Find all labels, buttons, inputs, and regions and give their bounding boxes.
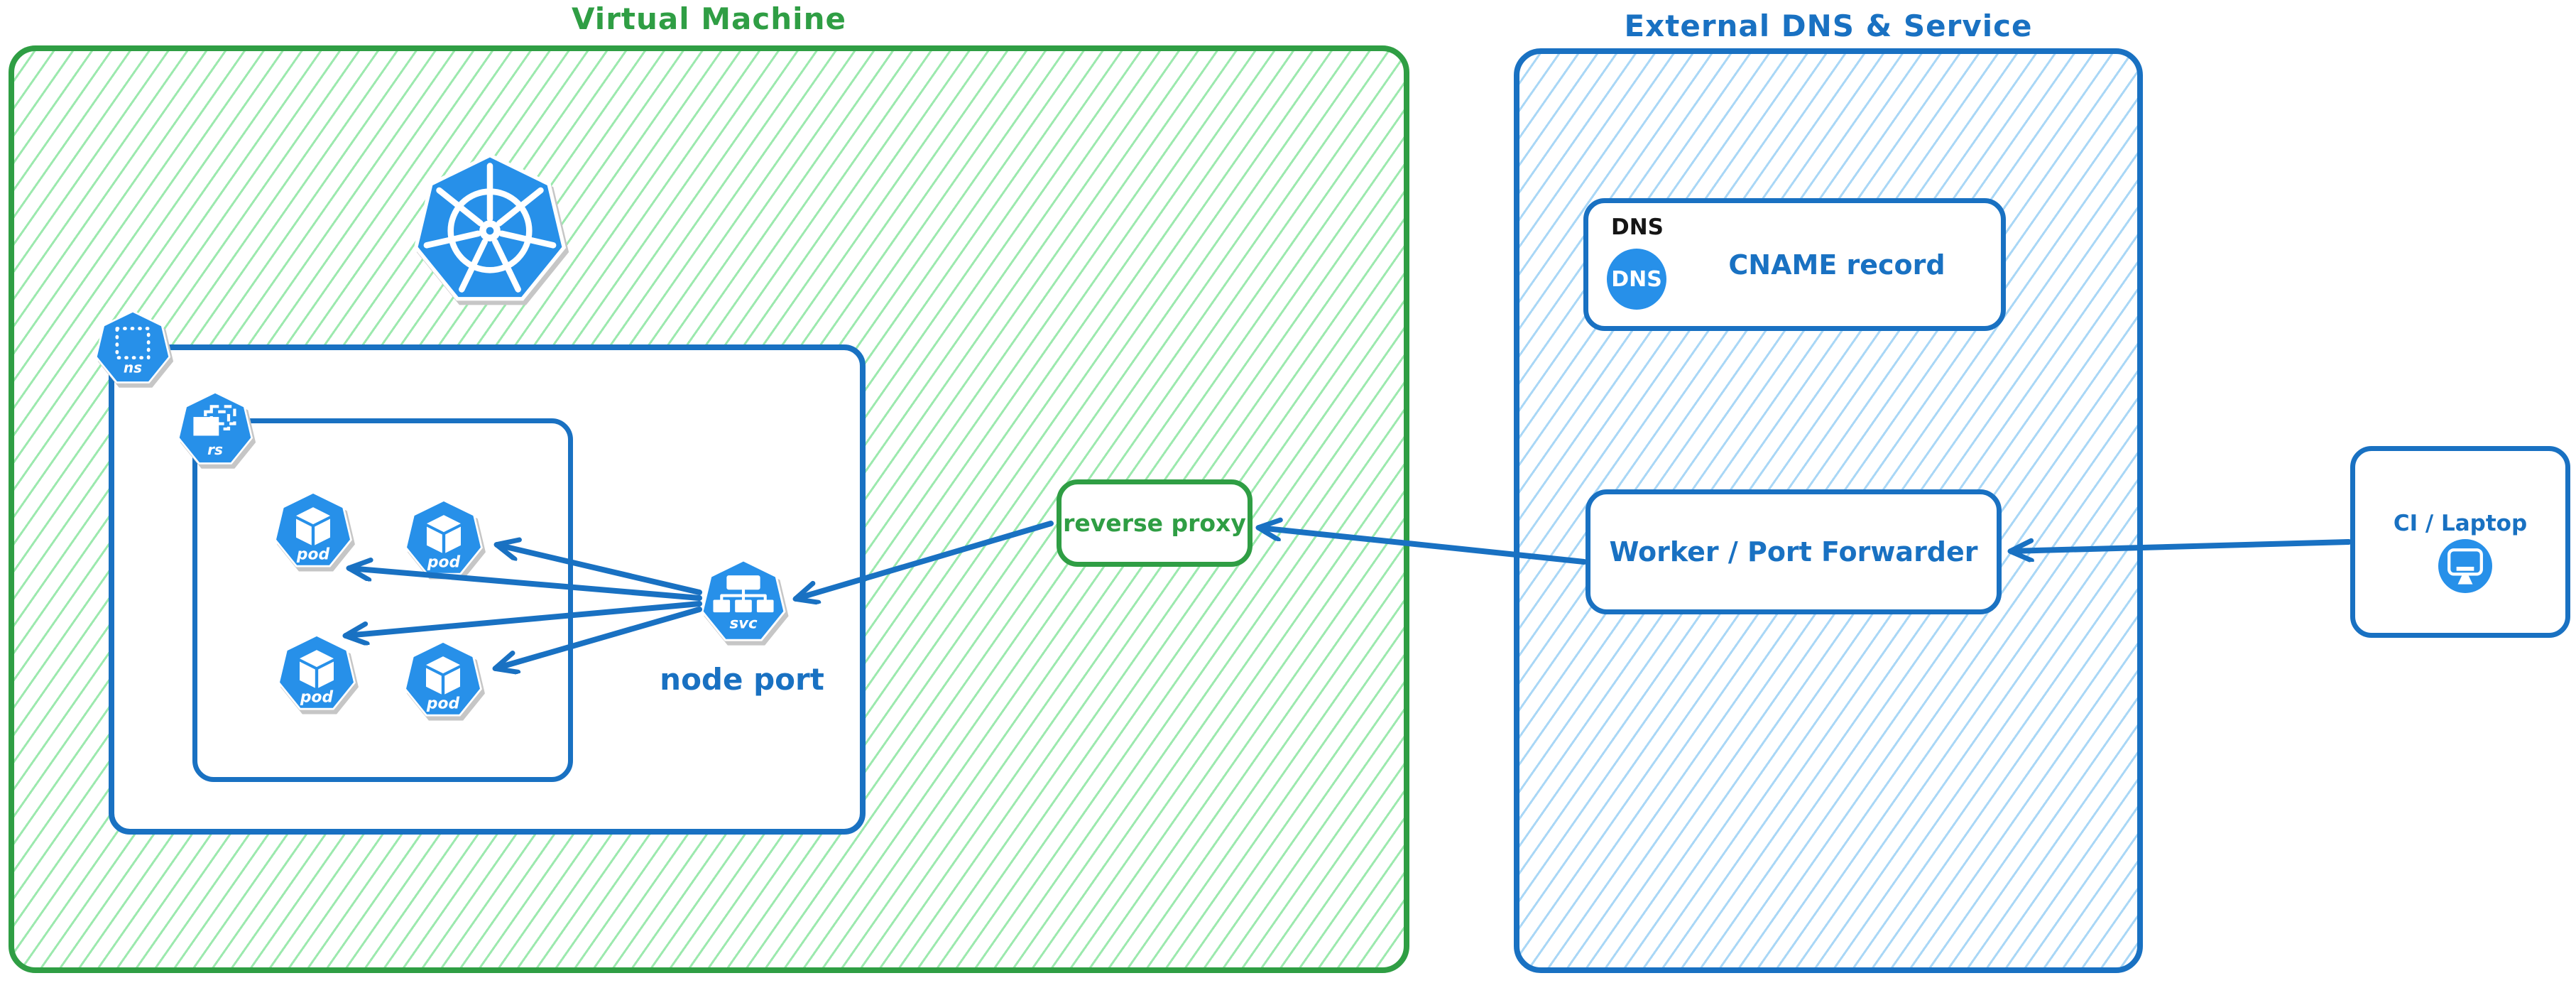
dns-icon-label: DNS xyxy=(1611,266,1662,292)
namespace-icon: ns xyxy=(94,310,171,384)
virtual-machine-title: Virtual Machine xyxy=(572,1,846,36)
service-icon: svc xyxy=(701,559,786,641)
external-dns-title: External DNS & Service xyxy=(1624,9,2033,43)
pod-3-icon: pod xyxy=(278,634,356,710)
reverse-proxy-label: reverse proxy xyxy=(1063,509,1246,537)
pod-icon-label: pod xyxy=(300,688,334,706)
pod-icon-label: pod xyxy=(426,695,460,712)
pod-4-icon: pod xyxy=(404,640,482,717)
monitor-icon xyxy=(2447,548,2483,585)
replicaset-icon: rs xyxy=(177,391,253,465)
worker-port-forwarder-label: Worker / Port Forwarder xyxy=(1609,536,1978,567)
ci-laptop-node: CI / Laptop xyxy=(2350,446,2570,638)
dns-kind-label: DNS xyxy=(1611,214,1664,240)
dns-icon: DNS xyxy=(1607,249,1666,310)
dns-record-node: DNS DNS CNAME record xyxy=(1583,198,2006,331)
laptop-icon xyxy=(2438,539,2492,593)
ci-laptop-label: CI / Laptop xyxy=(2393,511,2528,536)
replicaset-box xyxy=(192,418,573,782)
pod-icon-label: pod xyxy=(296,545,330,563)
replicaset-icon-label: rs xyxy=(207,441,223,458)
reverse-proxy-node: reverse proxy xyxy=(1057,479,1252,567)
node-port-label: node port xyxy=(660,662,824,697)
kubernetes-logo-icon xyxy=(413,153,567,301)
cname-record-label: CNAME record xyxy=(1728,249,1945,281)
worker-port-forwarder-node: Worker / Port Forwarder xyxy=(1586,489,2002,614)
pod-2-icon: pod xyxy=(405,499,483,575)
pod-1-icon: pod xyxy=(274,491,352,567)
namespace-icon-label: ns xyxy=(124,359,142,376)
service-icon-label: svc xyxy=(729,615,758,633)
pod-icon-label: pod xyxy=(427,553,461,571)
